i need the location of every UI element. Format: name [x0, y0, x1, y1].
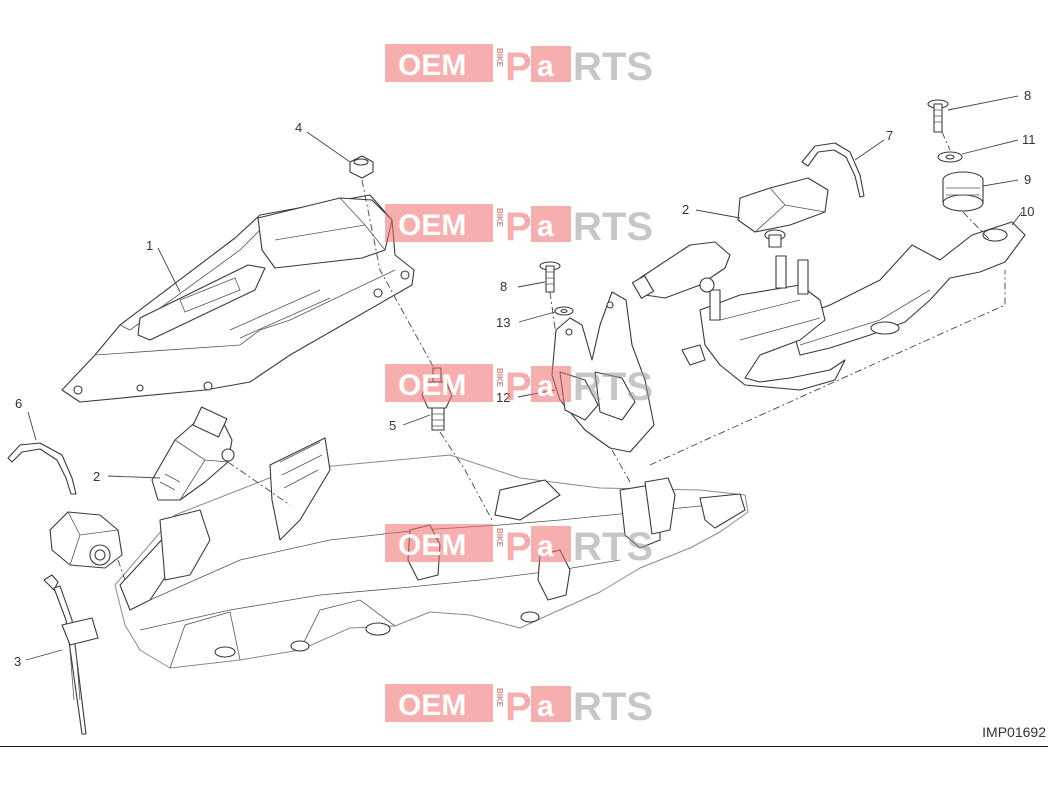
drawing-code: IMP01692: [982, 724, 1046, 740]
watermark-rts: RTS: [573, 205, 653, 249]
watermark-oem: OEM: [398, 689, 466, 722]
callout-13: 13: [496, 315, 510, 330]
watermark-rts: RTS: [573, 525, 653, 569]
screw-part-8-middle: [539, 261, 561, 293]
callout-10: 10: [1020, 204, 1034, 219]
bracket-plate-part-10: [789, 221, 1026, 356]
watermark-p: P: [505, 205, 532, 249]
watermark-bike-labels: BIKE BIKE BIKE BIKE BIKE: [495, 48, 504, 708]
watermark-p: P: [505, 525, 532, 569]
watermark-3: OEM P a RTS: [385, 364, 653, 409]
callout-5: 5: [389, 418, 396, 433]
callout-labels: 1 4 5 2 6 3 8 13 12 2 7 8 11 9 10: [14, 88, 1036, 669]
watermark-a: a: [537, 370, 554, 403]
watermark-bike: BIKE: [495, 48, 504, 68]
bracket-part-12: [551, 291, 655, 453]
watermark-oem: OEM: [398, 209, 466, 242]
watermark-p: P: [505, 365, 532, 409]
bottom-rule: [0, 746, 1048, 747]
cable-tie-part-3: [43, 574, 99, 735]
callout-2-left: 2: [93, 469, 100, 484]
watermark-bike: BIKE: [495, 208, 504, 228]
callout-2-right: 2: [682, 202, 689, 217]
watermark-bike: BIKE: [495, 528, 504, 548]
watermark-rts: RTS: [573, 365, 653, 409]
callout-1: 1: [146, 238, 153, 253]
watermark-oem: OEM: [398, 49, 466, 82]
sensor-block-left: [49, 511, 123, 569]
watermark-a: a: [537, 210, 554, 243]
watermark-a: a: [537, 690, 554, 723]
watermark-1: OEM BIKE P a RTS: [385, 44, 653, 89]
watermark-p: P: [505, 685, 532, 729]
watermark-oem: OEM: [398, 529, 466, 562]
sensor-part-2-right: [737, 177, 829, 248]
watermark-2: OEM P a RTS: [385, 204, 653, 249]
callout-9: 9: [1024, 172, 1031, 187]
watermark-p: P: [505, 45, 532, 89]
sensor-bracket-assembly: [681, 255, 846, 391]
watermark-bike: BIKE: [495, 368, 504, 388]
nut-part-4: [349, 155, 374, 179]
sensor-part-2-left: [151, 406, 235, 501]
ecu-cover-part-1: [61, 194, 415, 403]
watermark-5: OEM P a RTS: [385, 684, 653, 729]
watermark-a: a: [537, 530, 554, 563]
washer-part-11: [937, 151, 963, 163]
assembly-guide-lines: [117, 131, 1006, 581]
watermark-rts: RTS: [573, 685, 653, 729]
callout-8-right: 8: [1024, 88, 1031, 103]
watermark-rts: RTS: [573, 45, 653, 89]
callout-6: 6: [15, 396, 22, 411]
callout-7: 7: [886, 128, 893, 143]
grommet-part-9: [942, 171, 984, 212]
watermark-oem: OEM: [398, 369, 466, 402]
callout-11: 11: [1022, 132, 1036, 147]
watermark-bike: BIKE: [495, 688, 504, 708]
strap-part-7: [801, 142, 865, 198]
strap-part-6: [7, 442, 77, 495]
screw-part-8-right: [927, 99, 949, 133]
callout-4: 4: [295, 120, 302, 135]
callout-3: 3: [14, 654, 21, 669]
connector-right: [631, 241, 731, 299]
leader-lines: [25, 95, 1023, 661]
washer-part-13: [554, 306, 574, 316]
watermark-4: OEM P a RTS: [385, 524, 653, 569]
callout-12: 12: [496, 390, 510, 405]
callout-8-middle: 8: [500, 279, 507, 294]
watermark-a: a: [537, 50, 554, 83]
